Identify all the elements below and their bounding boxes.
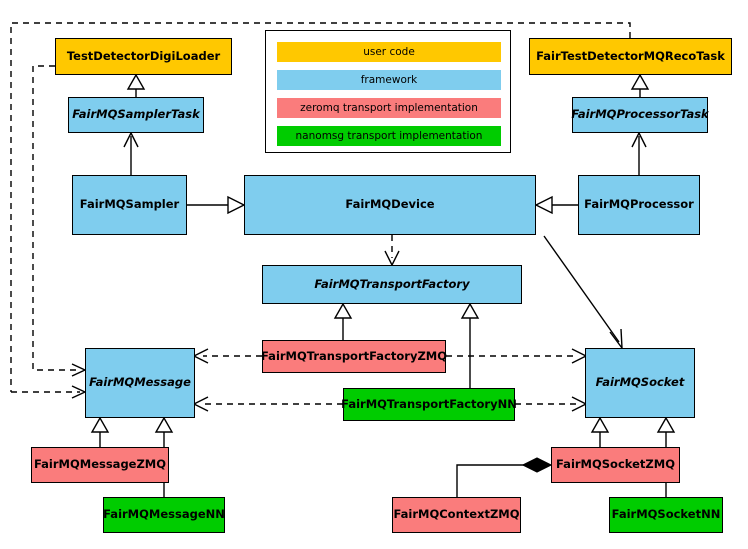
class-box-fairmqsocketnn[interactable]: FairMQSocketNN <box>609 497 723 533</box>
edge-sampler-to-samplertask <box>123 131 139 175</box>
class-box-fairmqsampler[interactable]: FairMQSampler <box>72 175 187 235</box>
class-box-fairmqprocessor[interactable]: FairMQProcessor <box>578 175 700 235</box>
legend-item-1: framework <box>277 70 501 90</box>
legend-item-label: nanomsg transport implementation <box>295 130 483 142</box>
class-label: FairMQSampler <box>79 197 180 212</box>
edge-samplertask-to-digiloader <box>126 73 146 97</box>
legend-item-2: zeromq transport implementation <box>277 98 501 118</box>
class-label: FairMQDevice <box>345 197 435 212</box>
edge-processor-to-processortask <box>631 131 647 175</box>
class-label: FairMQTransportFactoryZMQ <box>261 348 448 363</box>
class-box-fairmqtransportfactorynn[interactable]: FairMQTransportFactoryNN <box>341 388 517 421</box>
class-box-fairmqtransportfactory[interactable]: FairMQTransportFactory <box>262 265 522 304</box>
class-box-fairmqmessagezmq[interactable]: FairMQMessageZMQ <box>31 447 169 483</box>
class-label: FairMQTransportFactory <box>314 276 470 291</box>
edge-socketzmq-to-socket <box>590 416 610 447</box>
legend-panel: user code framework zeromq transport imple… <box>265 30 511 153</box>
edge-device-to-transportfactory <box>384 235 400 267</box>
class-box-fairmqsamplertask[interactable]: FairMQSamplerTask <box>68 97 204 133</box>
class-box-fairmqcontextzmq[interactable]: FairMQContextZMQ <box>392 497 521 533</box>
class-label: FairTestDetectorMQRecoTask <box>536 48 725 63</box>
edge-socketzmq-composition-contextzmq <box>456 457 553 497</box>
legend-item-label: user code <box>363 46 415 58</box>
class-box-fairtestdetectormqrecotask[interactable]: FairTestDetectorMQRecoTask <box>529 38 732 75</box>
class-box-fairmqprocessortask[interactable]: FairMQProcessorTask <box>571 97 709 133</box>
class-box-fairmqdevice[interactable]: FairMQDevice <box>244 175 536 235</box>
edge-messagezmq-to-message <box>90 416 110 447</box>
edge-tfzmq-to-socket <box>446 348 588 364</box>
class-box-fairmqsocketzmq[interactable]: FairMQSocketZMQ <box>551 447 680 483</box>
class-label: FairMQSamplerTask <box>72 107 200 122</box>
class-label: FairMQContextZMQ <box>393 507 520 522</box>
edge-recotask-to-message <box>10 22 631 393</box>
class-label: FairMQSocket <box>595 375 685 390</box>
class-label: FairMQMessage <box>89 375 191 390</box>
class-box-fairmqmessagenn[interactable]: FairMQMessageNN <box>103 497 225 533</box>
legend-item-3: nanomsg transport implementation <box>277 126 501 146</box>
class-label: TestDetectorDigiLoader <box>66 48 221 63</box>
class-box-fairmqtransportfactoryzmq[interactable]: FairMQTransportFactoryZMQ <box>261 340 448 373</box>
class-label: FairMQSocketNN <box>611 507 721 522</box>
class-label: FairMQTransportFactoryNN <box>341 396 517 411</box>
class-label: FairMQMessageZMQ <box>33 457 167 472</box>
class-box-fairmqsocket[interactable]: FairMQSocket <box>585 348 695 418</box>
class-label: FairMQProcessorTask <box>571 107 709 122</box>
edge-processor-to-device <box>534 195 578 215</box>
class-label: FairMQMessageNN <box>103 507 225 522</box>
edge-tfzmq-to-tf <box>333 302 353 340</box>
legend-item-label: zeromq transport implementation <box>300 102 478 114</box>
class-box-testdetectordigiloader[interactable]: TestDetectorDigiLoader <box>55 38 232 75</box>
class-box-fairmqmessage[interactable]: FairMQMessage <box>85 348 195 418</box>
edge-device-to-socket <box>543 235 623 351</box>
legend-item-0: user code <box>277 42 501 62</box>
edge-tfnn-to-message <box>192 396 343 412</box>
edge-tfzmq-to-message <box>192 348 262 364</box>
arrow-open-message-left <box>71 363 87 399</box>
edge-tfnn-to-socket <box>515 396 588 412</box>
edge-digiloader-to-message <box>32 65 80 371</box>
legend-item-label: framework <box>360 74 418 86</box>
class-label: FairMQProcessor <box>584 197 694 212</box>
edge-processortask-to-recotask <box>630 73 650 97</box>
edge-tfnn-to-tf <box>460 302 480 388</box>
edge-sampler-to-device <box>187 195 246 215</box>
class-label: FairMQSocketZMQ <box>556 457 675 472</box>
